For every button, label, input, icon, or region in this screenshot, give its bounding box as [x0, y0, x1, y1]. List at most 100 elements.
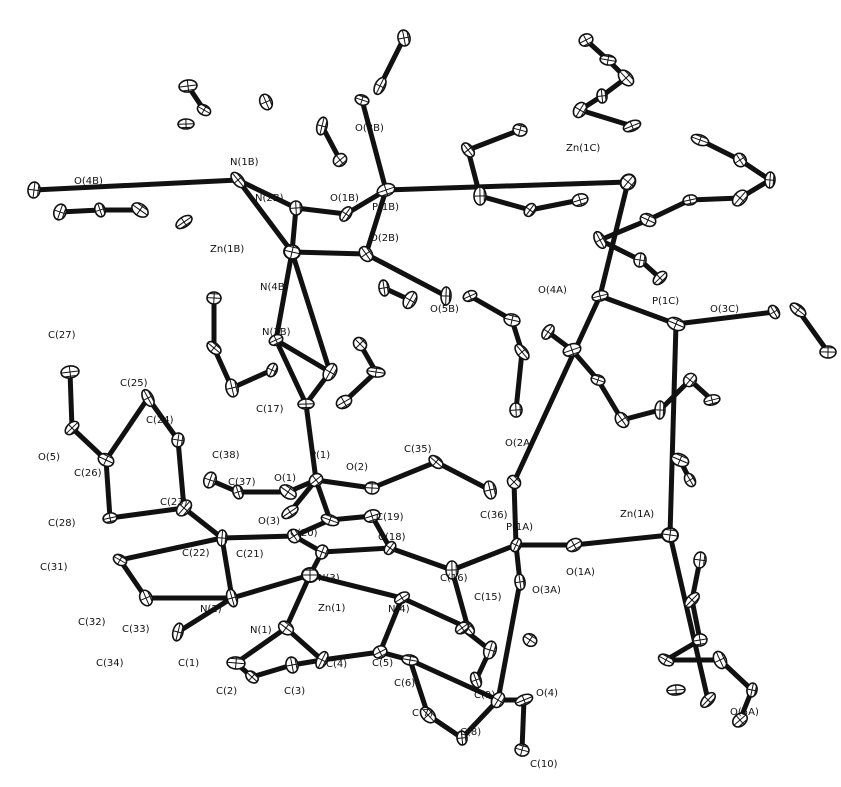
atom-ellipsoid: [225, 378, 239, 398]
atom-ellipsoid: [231, 484, 245, 500]
atom-ellipsoid: [596, 88, 608, 104]
bond: [407, 657, 501, 703]
atom-ellipsoid: [281, 504, 299, 520]
atom-ellipsoid: [509, 537, 523, 553]
atom-label: C(27): [48, 330, 76, 341]
atom-label: C(20): [290, 528, 318, 539]
bond: [319, 649, 383, 663]
bond: [597, 293, 679, 327]
atom-label: N(4B): [260, 282, 289, 293]
atom-ellipsoid: [196, 103, 212, 117]
atom-ellipsoid: [599, 54, 617, 66]
atom-ellipsoid: [819, 345, 837, 359]
atom-ellipsoid: [593, 230, 607, 250]
atom-ellipsoid: [315, 116, 329, 136]
atom-label: C(23): [160, 497, 188, 508]
atom-ellipsoid: [352, 336, 368, 352]
atom-ellipsoid: [652, 270, 668, 286]
atom-ellipsoid: [339, 206, 353, 222]
atom-label: O(3C): [710, 304, 739, 315]
atom-label: P(1B): [372, 202, 399, 213]
atom-ellipsoid: [767, 304, 781, 320]
atom-label: O(3B): [355, 123, 384, 134]
atom-ellipsoid: [97, 452, 115, 468]
atom-label: N(3): [318, 573, 340, 584]
bond: [273, 249, 295, 343]
bond: [387, 545, 455, 573]
atom-ellipsoid: [683, 472, 697, 488]
atom-ellipsoid: [703, 393, 721, 407]
bond: [283, 572, 313, 631]
bond: [293, 205, 349, 217]
bond: [103, 395, 151, 463]
atom-ellipsoid: [245, 670, 259, 684]
atom-ellipsoid: [428, 454, 444, 470]
atom-label: C(21): [236, 549, 264, 560]
bond: [407, 657, 431, 718]
atom-ellipsoid: [171, 622, 185, 642]
atom-ellipsoid: [378, 279, 390, 297]
atom-ellipsoid: [27, 181, 41, 199]
atom-ellipsoid: [258, 93, 274, 111]
atom-ellipsoid: [297, 398, 315, 410]
metal-atom-ellipsoid: [661, 526, 679, 544]
atom-ellipsoid: [102, 512, 118, 524]
atom-ellipsoid: [514, 343, 530, 361]
atom-ellipsoid: [289, 200, 303, 216]
atom-label: C(36): [480, 510, 508, 521]
atom-ellipsoid: [383, 540, 397, 556]
atom-ellipsoid: [364, 481, 380, 495]
atom-ellipsoid: [320, 513, 340, 527]
bond-layer: [31, 35, 831, 753]
atom-ellipsoid: [654, 400, 666, 420]
metal-atom-ellipsoid: [283, 243, 301, 261]
bond: [687, 195, 743, 203]
bond: [399, 595, 471, 631]
atom-label: P(1): [310, 450, 330, 461]
atom-ellipsoid: [397, 29, 411, 47]
atom-label: O(2B): [370, 233, 399, 244]
bond: [449, 567, 471, 631]
atom-label: O(1): [274, 473, 296, 484]
atom-ellipsoid: [279, 484, 297, 500]
bond: [181, 505, 225, 541]
atom-ellipsoid: [225, 588, 239, 608]
bond: [219, 533, 297, 541]
bond: [645, 197, 693, 223]
atom-ellipsoid: [514, 693, 534, 707]
atom-ellipsoid: [572, 101, 588, 119]
atom-ellipsoid: [693, 551, 707, 569]
atom-ellipsoid: [401, 654, 419, 666]
atom-ellipsoid: [64, 420, 80, 436]
atom-ellipsoid: [746, 682, 758, 698]
atom-ellipsoid: [578, 32, 594, 48]
bond: [273, 337, 309, 407]
bond: [273, 337, 333, 375]
bond: [477, 193, 533, 213]
atom-ellipsoid: [789, 302, 807, 318]
atom-label: Zn(1C): [566, 143, 600, 154]
atom-ellipsoid: [617, 69, 635, 87]
atom-label: C(9): [474, 690, 495, 701]
atom-ellipsoid: [506, 474, 522, 490]
atom-ellipsoid: [322, 362, 338, 382]
atom-label: C(32): [78, 617, 106, 628]
atom-ellipsoid: [376, 182, 396, 198]
bond: [235, 177, 295, 255]
atom-layer: [27, 29, 837, 757]
atom-label: O(4A): [538, 285, 567, 296]
atom-ellipsoid: [216, 529, 228, 547]
atom-ellipsoid: [265, 362, 279, 378]
atom-label: C(31): [40, 562, 68, 573]
atom-label: N(2): [200, 604, 222, 615]
atom-ellipsoid: [175, 214, 193, 230]
atom-ellipsoid: [363, 509, 381, 523]
atom-label: C(33): [122, 624, 150, 635]
atom-ellipsoid: [93, 202, 107, 218]
atom-label: O(5B): [430, 304, 459, 315]
atom-ellipsoid: [171, 432, 185, 448]
atom-label: O(2): [346, 462, 368, 473]
bond: [465, 127, 523, 153]
atom-label: P(1C): [652, 296, 679, 307]
atom-label: C(35): [404, 444, 432, 455]
